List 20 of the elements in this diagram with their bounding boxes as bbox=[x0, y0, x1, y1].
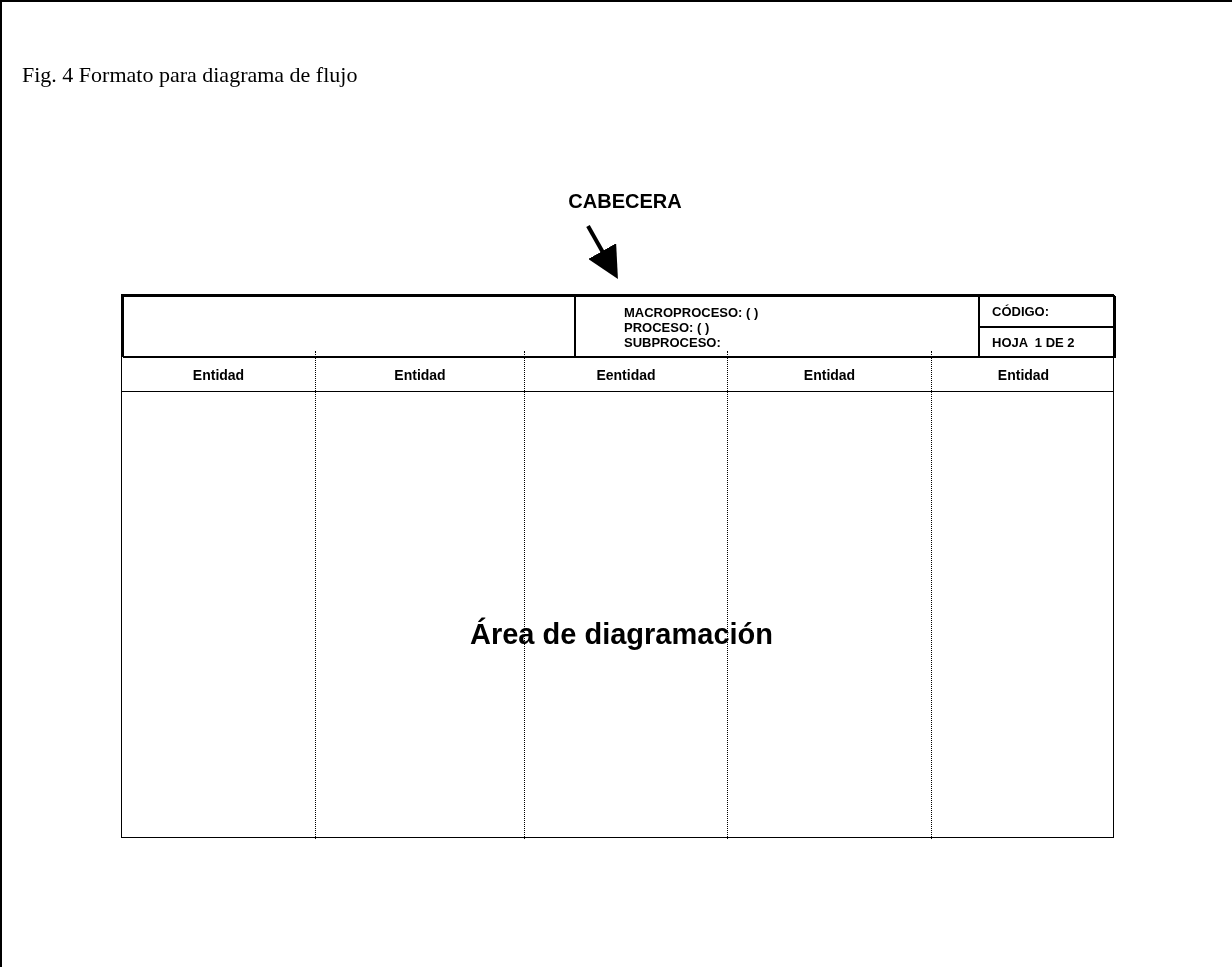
arrow bbox=[586, 225, 618, 279]
column-header: Entidad bbox=[394, 367, 446, 383]
figure-caption: Fig. 4 Formato para diagrama de flujo bbox=[22, 62, 358, 88]
blank-cell bbox=[123, 296, 575, 358]
process-cell bbox=[575, 296, 979, 358]
code-cell bbox=[979, 296, 1116, 327]
field-label: MACROPROCESO: ( ) bbox=[624, 304, 760, 320]
column-header: Eentidad bbox=[596, 367, 656, 383]
field-label: HOJA 1 DE 2 bbox=[992, 335, 1076, 350]
field-label: PROCESO: ( ) bbox=[624, 319, 711, 335]
column-header: Entidad bbox=[803, 367, 856, 383]
heading-label: CABECERA bbox=[530, 186, 720, 216]
column-header: Entidad bbox=[997, 367, 1050, 383]
form-table bbox=[121, 294, 1114, 838]
header-band bbox=[122, 295, 1115, 357]
column-header: Entidad bbox=[192, 367, 245, 383]
field-label: SUBPROCESO: bbox=[624, 334, 722, 350]
field-label: CÓDIGO: bbox=[992, 304, 1051, 319]
area-label: Área de diagramación bbox=[470, 618, 773, 651]
sheet-cell bbox=[979, 327, 1116, 358]
